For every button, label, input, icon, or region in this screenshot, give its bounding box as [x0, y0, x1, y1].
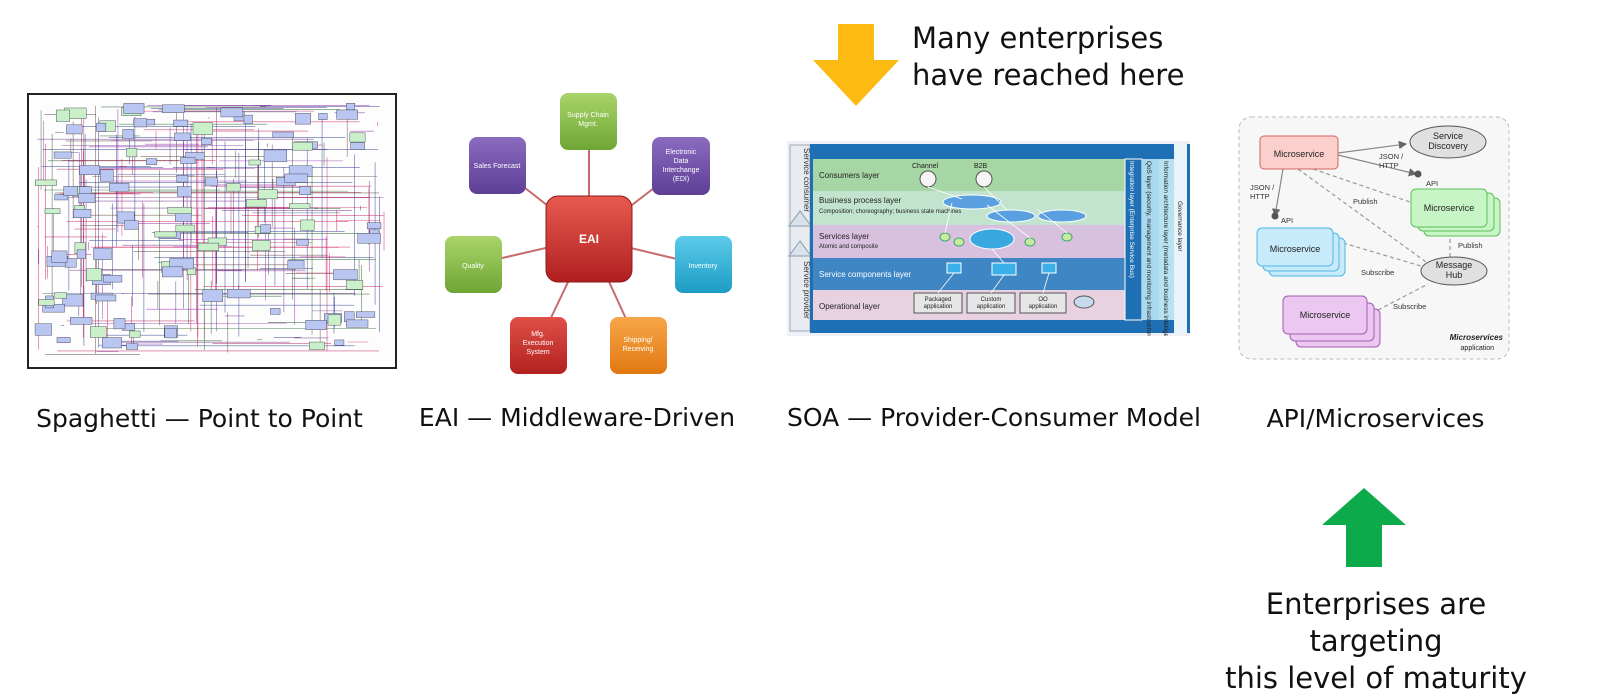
caption-eai: EAI — Middleware-Driven — [418, 403, 736, 432]
svg-text:Consumers layer: Consumers layer — [819, 171, 880, 180]
soa-diagram: Service consumer Service provider Consum… — [787, 141, 1190, 366]
svg-text:application: application — [1461, 345, 1495, 352]
note-target-state: Enterprises are targeting this level of … — [1225, 587, 1527, 695]
svg-text:Publish: Publish — [1458, 241, 1483, 250]
svg-text:Subscribe: Subscribe — [1393, 302, 1426, 311]
svg-text:API: API — [1426, 179, 1438, 188]
svg-text:Inventory: Inventory — [689, 263, 718, 270]
caption-soa: SOA — Provider-Consumer Model — [787, 403, 1201, 432]
eai-node-shipping: Shipping/Receiving — [610, 317, 667, 374]
svg-text:Publish: Publish — [1353, 197, 1378, 206]
svg-text:Business process layer: Business process layer — [819, 196, 902, 205]
microservice-top: Microservice — [1259, 135, 1339, 170]
svg-text:Information architecture layer: Information architecture layer (metadata… — [1162, 161, 1169, 336]
caption-microservices: API/Microservices — [1266, 404, 1485, 433]
eai-node-sales-forecast: Sales Forecast — [469, 137, 526, 194]
microservice-blue: Microservice — [1256, 227, 1346, 277]
svg-text:Operational layer: Operational layer — [819, 302, 880, 311]
svg-text:B2B: B2B — [974, 163, 988, 170]
eai-node-quality: Quality — [445, 236, 502, 293]
svg-text:Microservices: Microservices — [1450, 333, 1504, 342]
svg-text:Subscribe: Subscribe — [1361, 268, 1394, 277]
svg-text:EAI: EAI — [579, 232, 599, 246]
svg-text:Quality: Quality — [462, 263, 484, 270]
svg-text:Microservice: Microservice — [1300, 310, 1351, 320]
caption-spaghetti: Spaghetti — Point to Point — [36, 404, 363, 433]
svg-text:Shipping/Receiving: Shipping/Receiving — [623, 337, 654, 353]
spaghetti-diagram — [27, 93, 397, 369]
microservice-green: Microservice — [1410, 188, 1501, 237]
svg-text:Composition; choreography; bus: Composition; choreography; business stat… — [819, 209, 961, 215]
svg-text:Services layer: Services layer — [819, 232, 870, 241]
svg-text:Service components layer: Service components layer — [819, 270, 911, 279]
svg-text:API: API — [1281, 216, 1293, 225]
eai-node-inventory: Inventory — [675, 236, 732, 293]
svg-text:Microservice: Microservice — [1424, 203, 1475, 213]
arrow-up-green — [1322, 488, 1406, 567]
svg-text:QoS layer (security, managemen: QoS layer (security, management and moni… — [1145, 161, 1152, 336]
svg-text:Sales Forecast: Sales Forecast — [474, 163, 521, 170]
svg-text:Service consumer: Service consumer — [802, 148, 811, 212]
arrow-down-yellow — [813, 24, 899, 106]
svg-text:JSON /HTTP: JSON /HTTP — [1250, 183, 1275, 201]
svg-text:Microservice: Microservice — [1270, 244, 1321, 254]
eai-hub: EAI — [545, 195, 633, 283]
note-current-state: Many enterprises have reached here — [912, 21, 1185, 92]
svg-text:Channel: Channel — [912, 163, 939, 170]
svg-text:Governance layer: Governance layer — [1176, 201, 1183, 252]
svg-text:Microservice: Microservice — [1274, 149, 1325, 159]
microservice-purple: Microservice — [1282, 295, 1381, 348]
svg-text:JSON /HTTP: JSON /HTTP — [1379, 152, 1404, 170]
svg-text:Integration layer (Enterprise: Integration layer (Enterprise Service Bu… — [1128, 161, 1135, 278]
svg-text:Service provider: Service provider — [802, 261, 811, 319]
svg-text:Atomic and composite: Atomic and composite — [819, 244, 879, 250]
